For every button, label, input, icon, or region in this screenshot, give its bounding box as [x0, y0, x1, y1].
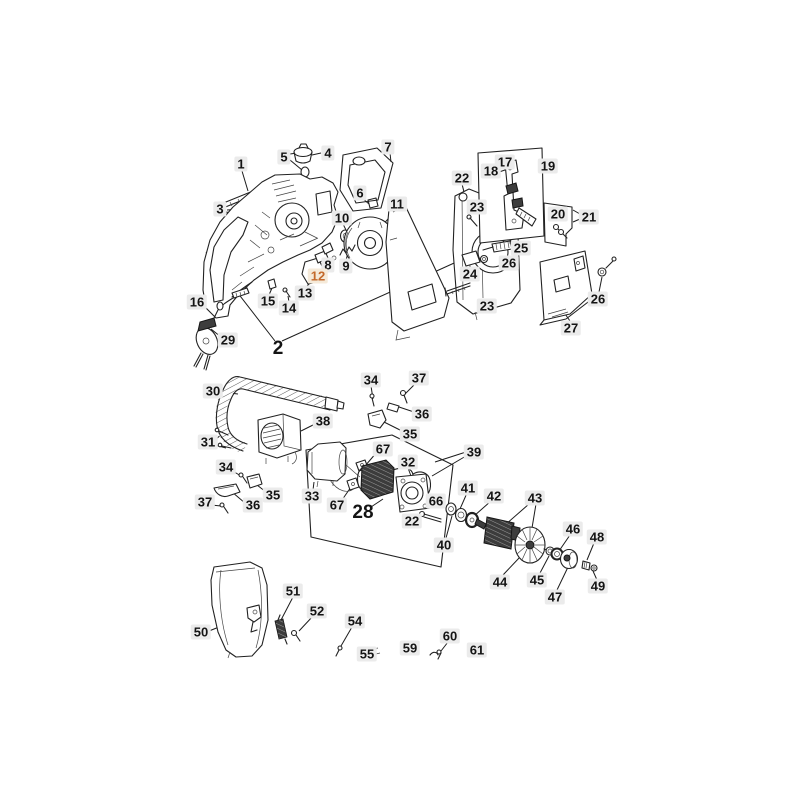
part-label-9[interactable]: 9	[339, 258, 353, 274]
part-label-34[interactable]: 34	[360, 372, 382, 388]
part-label-22[interactable]: 22	[451, 170, 473, 186]
part-label-26[interactable]: 26	[587, 291, 609, 307]
motor-group	[305, 434, 454, 568]
armature-assembly	[445, 502, 598, 572]
part-label-51[interactable]: 51	[282, 583, 304, 599]
part-label-37[interactable]: 37	[194, 494, 216, 510]
part-label-13[interactable]: 13	[294, 285, 316, 301]
switch-housing	[257, 413, 302, 465]
part-label-10[interactable]: 10	[331, 210, 353, 226]
part-label-22[interactable]: 22	[401, 513, 423, 529]
part-label-36[interactable]: 36	[242, 497, 264, 513]
part-label-40[interactable]: 40	[433, 537, 455, 553]
part-label-41[interactable]: 41	[457, 480, 479, 496]
part-label-48[interactable]: 48	[586, 529, 608, 545]
part-label-35[interactable]: 35	[262, 487, 284, 503]
power-cable-and-plug	[193, 281, 253, 371]
part-label-20[interactable]: 20	[547, 206, 569, 222]
part-label-2[interactable]: 2	[272, 338, 284, 359]
part-label-21[interactable]: 21	[578, 209, 600, 225]
part-label-3[interactable]: 3	[213, 201, 227, 217]
part-label-54[interactable]: 54	[344, 613, 366, 629]
part-label-24[interactable]: 24	[459, 266, 481, 282]
part-label-29[interactable]: 29	[217, 332, 239, 348]
part-label-37[interactable]: 37	[408, 370, 430, 386]
part-label-36[interactable]: 36	[411, 406, 433, 422]
part-label-14[interactable]: 14	[278, 300, 300, 316]
part-label-67[interactable]: 67	[372, 441, 394, 457]
part-label-16[interactable]: 16	[186, 294, 208, 310]
part-label-34[interactable]: 34	[215, 459, 237, 475]
bar-plate-and-brake-parts	[267, 202, 450, 341]
part-label-67[interactable]: 67	[326, 497, 348, 513]
side-cover	[539, 250, 617, 326]
part-label-31[interactable]: 31	[197, 434, 219, 450]
part-label-1[interactable]: 1	[234, 156, 248, 172]
part-label-52[interactable]: 52	[306, 603, 328, 619]
part-label-26[interactable]: 26	[498, 255, 520, 271]
part-label-12[interactable]: 12	[307, 268, 329, 284]
part-label-11[interactable]: 11	[387, 196, 407, 212]
part-label-6[interactable]: 6	[353, 185, 367, 201]
part-label-46[interactable]: 46	[562, 521, 584, 537]
part-label-43[interactable]: 43	[524, 490, 546, 506]
part-label-55[interactable]: 55	[356, 646, 378, 662]
part-label-23[interactable]: 23	[476, 298, 498, 314]
part-label-61[interactable]: 61	[466, 642, 488, 658]
clutch-drum	[339, 216, 397, 270]
part-label-18[interactable]: 18	[480, 163, 502, 179]
part-label-35[interactable]: 35	[399, 426, 421, 442]
part-label-49[interactable]: 49	[587, 578, 609, 594]
part-label-45[interactable]: 45	[526, 572, 548, 588]
part-label-28[interactable]: 28	[352, 502, 374, 523]
part-label-47[interactable]: 47	[544, 589, 566, 605]
part-label-50[interactable]: 50	[190, 624, 212, 640]
part-label-39[interactable]: 39	[463, 444, 485, 460]
hand-guard	[210, 561, 269, 659]
part-label-25[interactable]: 25	[510, 240, 532, 256]
switch-parts-lower	[213, 472, 263, 514]
part-label-33[interactable]: 33	[301, 488, 323, 504]
part-label-44[interactable]: 44	[489, 574, 511, 590]
part-label-23[interactable]: 23	[466, 199, 488, 215]
part-label-42[interactable]: 42	[483, 488, 505, 504]
front-handle	[214, 376, 345, 454]
part-label-66[interactable]: 66	[425, 493, 447, 509]
part-label-7[interactable]: 7	[381, 139, 395, 155]
part-label-38[interactable]: 38	[312, 413, 334, 429]
part-label-32[interactable]: 32	[397, 454, 419, 470]
part-label-30[interactable]: 30	[202, 383, 224, 399]
part-label-19[interactable]: 19	[537, 158, 559, 174]
part-label-59[interactable]: 59	[399, 640, 421, 656]
switch-parts-upper	[367, 389, 408, 429]
part-label-15[interactable]: 15	[257, 293, 279, 309]
part-label-4[interactable]: 4	[321, 145, 335, 161]
part-label-60[interactable]: 60	[439, 628, 461, 644]
part-label-5[interactable]: 5	[277, 149, 291, 165]
part-label-27[interactable]: 27	[560, 320, 582, 336]
